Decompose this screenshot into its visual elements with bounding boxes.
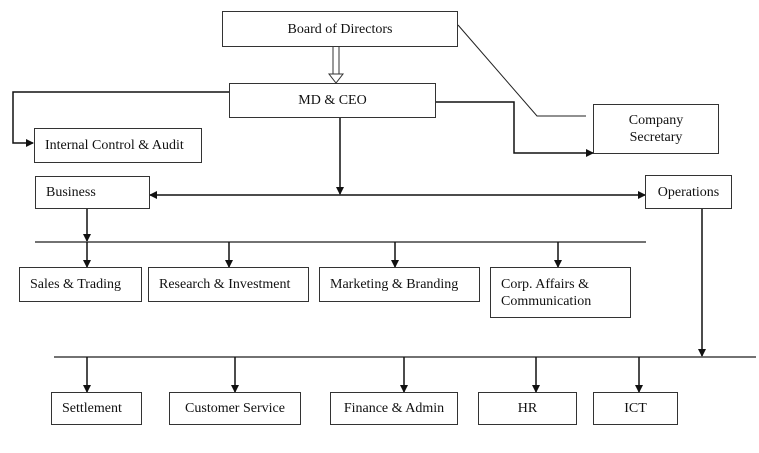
node-label: Finance & Admin [343,401,445,416]
node-company-secretary: Company Secretary [593,104,719,154]
ceo-to-secretary-connector [435,101,594,157]
node-sales-trading: Sales & Trading [19,267,142,302]
node-md-ceo: MD & CEO [229,83,436,118]
node-internal-control-audit: Internal Control & Audit [34,128,202,163]
node-settlement: Settlement [51,392,142,425]
node-customer-service: Customer Service [169,392,301,425]
node-marketing-branding: Marketing & Branding [319,267,480,302]
node-label: Company Secretary [628,113,684,145]
node-label: Sales & Trading [30,277,122,292]
node-business: Business [35,176,150,209]
node-corp-affairs: Corp. Affairs & Communication [490,267,631,318]
node-operations: Operations [645,175,732,209]
node-label: HR [517,401,538,416]
ceo-to-audit-connector [12,91,229,147]
board-to-ceo-arrow [327,46,345,84]
node-finance-admin: Finance & Admin [330,392,458,425]
node-label: Board of Directors [287,21,393,37]
node-hr: HR [478,392,577,425]
node-ict: ICT [593,392,678,425]
node-label: Internal Control & Audit [45,138,184,153]
node-label: Corp. Affairs & Communication [501,276,592,309]
board-to-secretary-line [457,24,586,117]
node-label: Settlement [62,401,122,416]
node-label: MD & CEO [298,93,367,108]
node-label: Research & Investment [159,277,291,292]
node-label: Customer Service [185,401,285,416]
node-research-investment: Research & Investment [148,267,309,302]
node-label: ICT [624,401,647,416]
node-label: Business [46,185,96,200]
node-board-of-directors: Board of Directors [222,11,458,47]
node-label: Operations [657,184,720,200]
node-label: Marketing & Branding [330,277,459,292]
